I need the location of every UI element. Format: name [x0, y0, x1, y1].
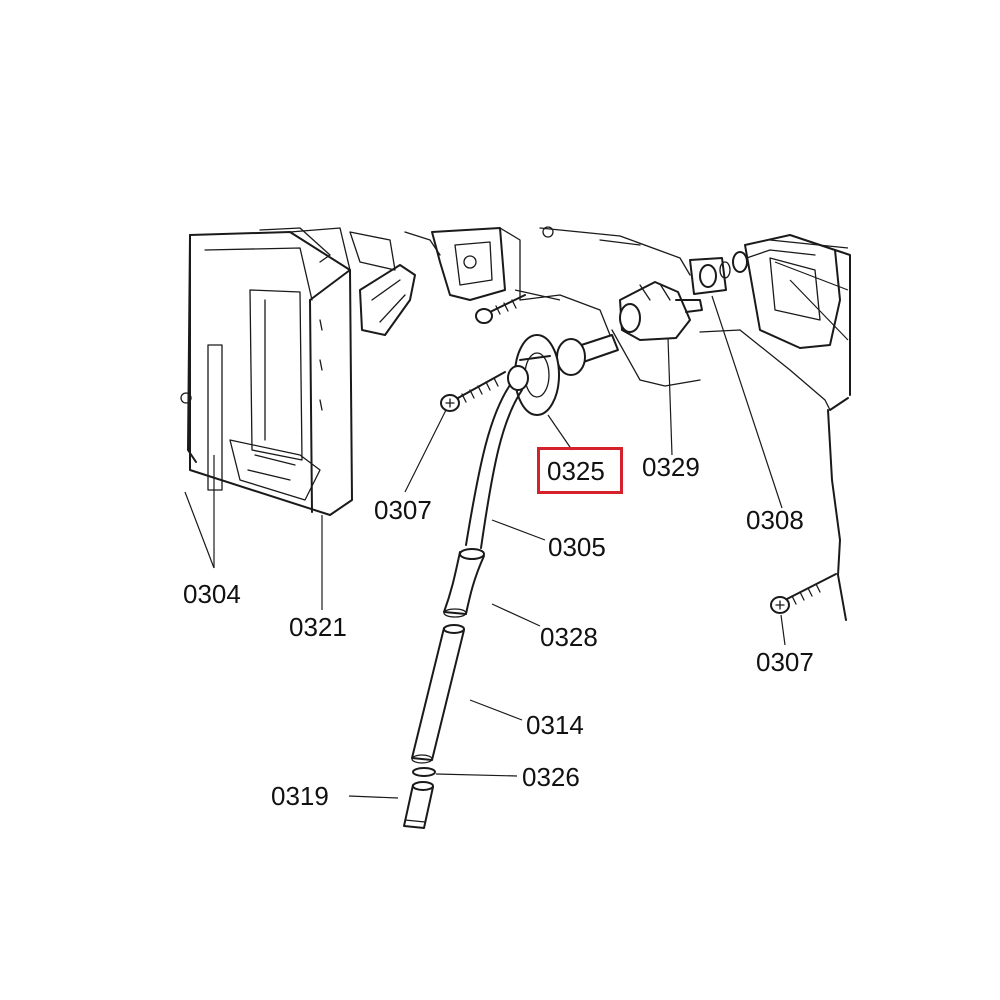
callout-0329: 0329 [642, 452, 700, 482]
fitting-0325 [507, 334, 619, 416]
callout-0328: 0328 [540, 622, 598, 652]
callout-0305: 0305 [548, 532, 606, 562]
callout-0325: 0325 [547, 456, 605, 486]
callout-0319: 0319 [271, 781, 329, 811]
tube-0314 [411, 624, 465, 764]
sleeve-0328 [443, 548, 485, 618]
callout-0307-right: 0307 [756, 647, 814, 677]
upper-mechanism [259, 226, 851, 621]
callout-0314: 0314 [526, 710, 584, 740]
callout-0307-left: 0307 [374, 495, 432, 525]
callout-0304: 0304 [183, 579, 241, 609]
screw-0307-right [770, 573, 837, 614]
oring-0326 [412, 767, 436, 777]
valve-0329 [619, 281, 703, 341]
gasket-0308 [689, 251, 748, 295]
screw-top [475, 289, 561, 324]
tube-0305 [465, 384, 523, 549]
screw-0307-left [440, 371, 506, 412]
callout-0321: 0321 [289, 612, 347, 642]
housing-0321 [180, 227, 353, 516]
highlight-box-0325 [537, 447, 623, 494]
leader-lines [184, 295, 786, 799]
callout-0326: 0326 [522, 762, 580, 792]
callout-0308: 0308 [746, 505, 804, 535]
tip-0319 [403, 781, 434, 829]
